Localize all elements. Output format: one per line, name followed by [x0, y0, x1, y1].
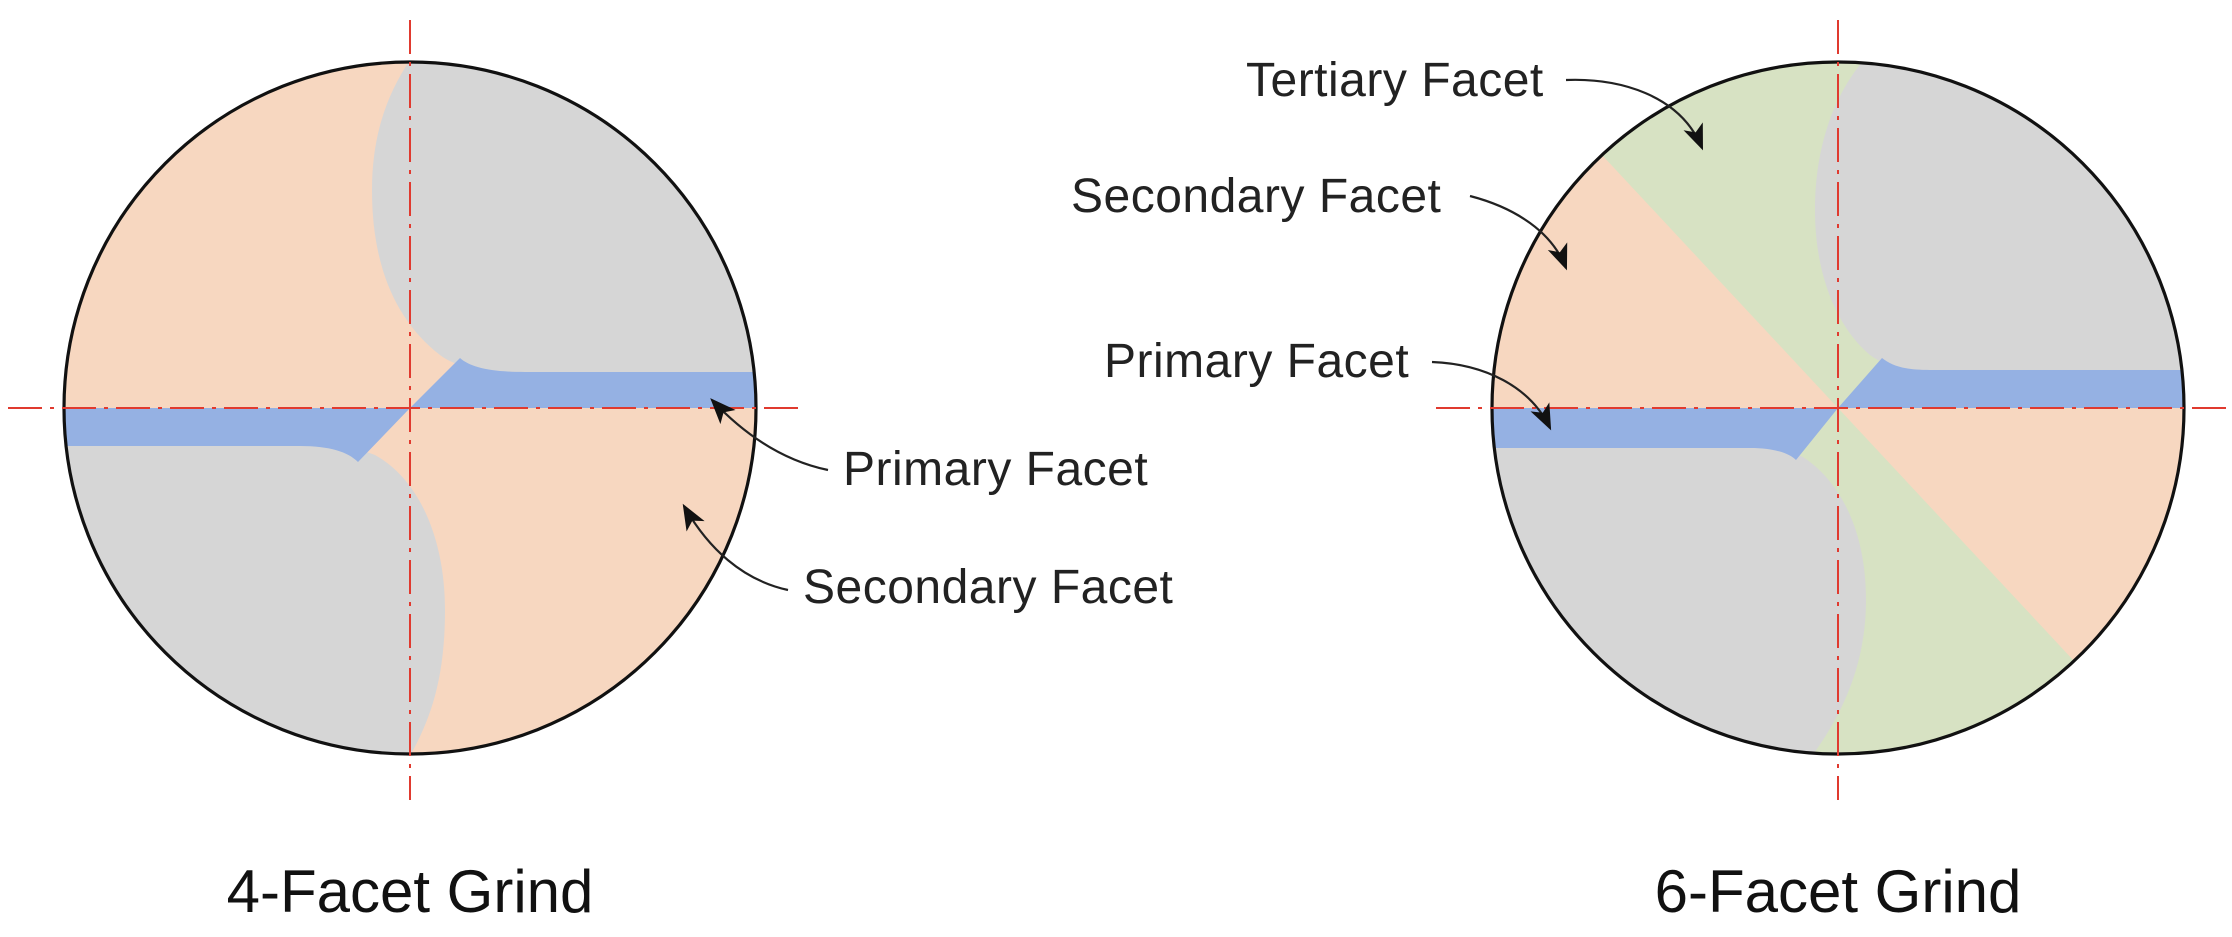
flute-lower-left: [64, 444, 445, 754]
four-facet-caption: 4-Facet Grind: [227, 858, 594, 925]
secondary-facet-label: Secondary Facet: [803, 561, 1173, 614]
tertiary-facet-label: Tertiary Facet: [1246, 54, 1544, 107]
four-facet-drill: Primary Facet Secondary Facet 4-Facet Gr…: [8, 20, 1173, 925]
secondary-leader-line: [682, 503, 789, 592]
secondary-leader-line: [1469, 194, 1568, 271]
primary-facet-label: Primary Facet: [843, 443, 1148, 496]
six-facet-drill: Tertiary Facet Secondary Facet Primary F…: [1071, 20, 2232, 925]
tertiary-leader-line: [1565, 78, 1704, 151]
primary-leader-line: [1431, 360, 1552, 431]
flute-lower-left: [1492, 446, 1866, 754]
primary-leader-line: [710, 398, 829, 472]
flute-upper-right: [372, 62, 756, 372]
primary-facet-label: Primary Facet: [1104, 335, 1409, 388]
six-facet-caption: 6-Facet Grind: [1655, 858, 2022, 925]
flute-upper-right: [1815, 62, 2184, 370]
secondary-facet-label: Secondary Facet: [1071, 170, 1441, 223]
primary-facet-band: [64, 358, 756, 462]
